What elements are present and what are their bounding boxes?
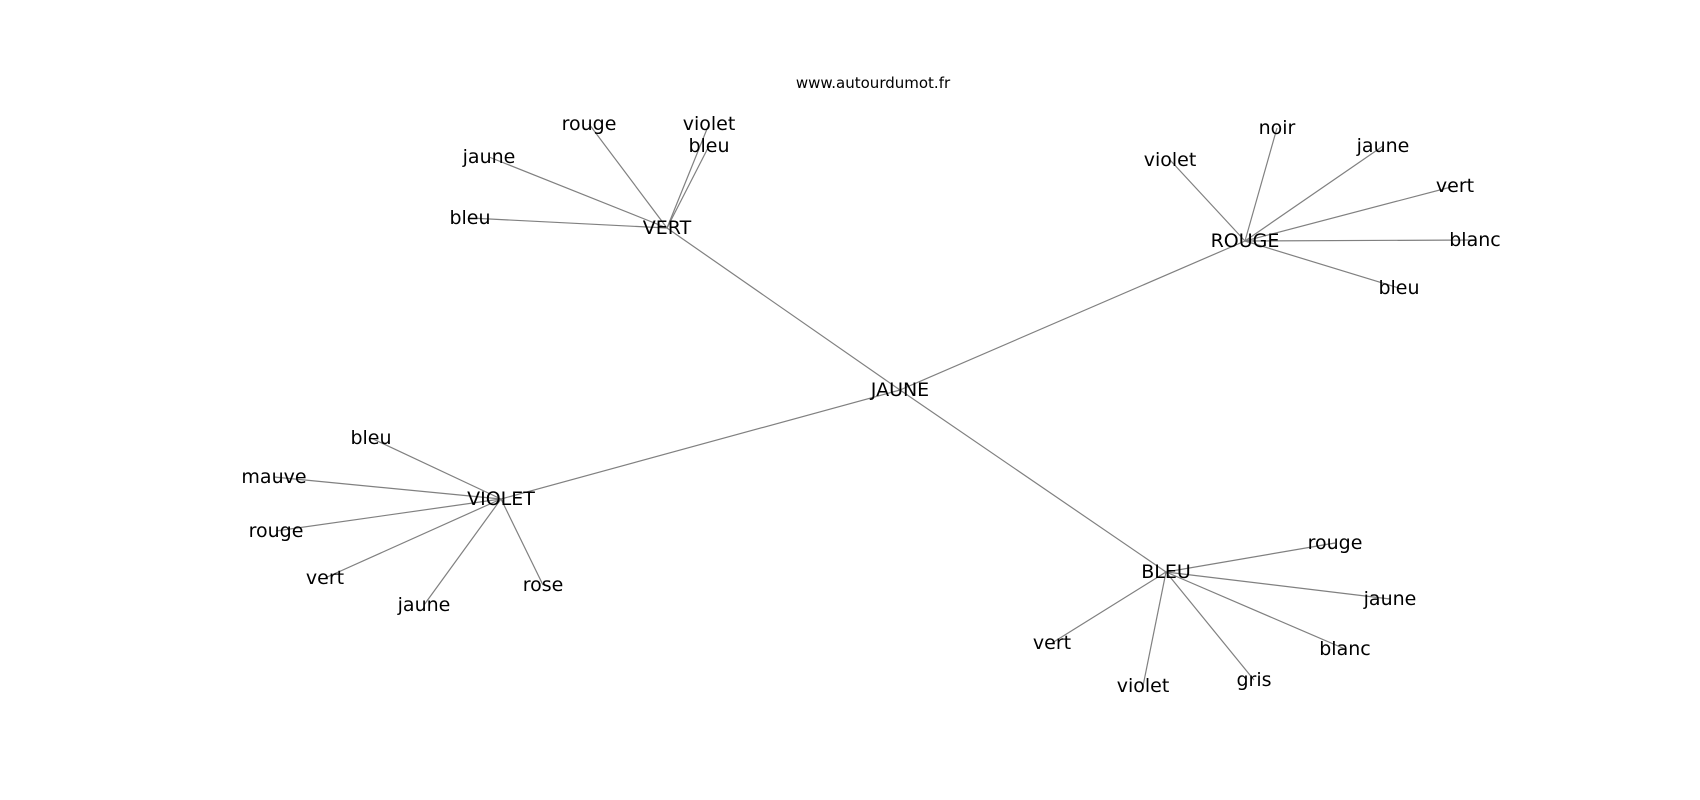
- edge-rouge-bleu: [1244, 240, 1400, 289]
- edge-violet-bleu: [370, 437, 502, 500]
- edge-bleu-jaune: [1165, 571, 1391, 600]
- node-leaf-rouge-vert: vert: [1436, 175, 1474, 197]
- edge-center-violet: [500, 389, 901, 500]
- edge-violet-rose: [500, 498, 544, 586]
- edge-vert-bleu: [666, 145, 710, 229]
- node-leaf-bleu-jaune: jaune: [1363, 588, 1417, 610]
- edge-rouge-blanc: [1244, 239, 1476, 242]
- node-leaf-vert-bleu: bleu: [449, 207, 490, 229]
- node-leaf-rouge-bleu: bleu: [1378, 277, 1419, 299]
- node-leaf-violet-vert: vert: [306, 567, 344, 589]
- edge-center-rouge: [899, 240, 1246, 391]
- edge-violet-mauve: [273, 476, 502, 500]
- node-leaf-violet-rouge: rouge: [249, 520, 304, 542]
- edge-center-bleu: [899, 389, 1167, 573]
- edge-bleu-violet: [1142, 571, 1167, 687]
- node-leaf-violet-jaune: jaune: [397, 594, 451, 616]
- edge-rouge-violet: [1169, 159, 1246, 242]
- edge-vert-violet: [666, 123, 710, 229]
- node-leaf-vert-rouge: rouge: [562, 113, 617, 135]
- edge-rouge-noir: [1244, 127, 1278, 242]
- node-leaf-bleu-rouge: rouge: [1308, 532, 1363, 554]
- edge-bleu-rouge: [1165, 542, 1336, 573]
- edge-bleu-vert: [1051, 571, 1167, 644]
- edge-bleu-gris: [1165, 571, 1255, 681]
- node-leaf-rouge-noir: noir: [1259, 117, 1296, 139]
- edge-rouge-vert: [1244, 185, 1456, 242]
- node-hub-vert: VERT: [643, 217, 692, 239]
- node-leaf-vert-violet: violet: [683, 113, 736, 135]
- node-leaf-vert-bleu: bleu: [688, 135, 729, 157]
- node-hub-bleu: BLEU: [1141, 561, 1191, 583]
- node-leaf-bleu-violet: violet: [1117, 675, 1170, 697]
- edge-vert-rouge: [588, 123, 668, 229]
- source-caption: www.autourdumot.fr: [796, 74, 951, 92]
- edge-violet-jaune: [423, 498, 502, 606]
- node-leaf-bleu-gris: gris: [1236, 669, 1271, 691]
- edge-vert-bleu: [469, 217, 668, 229]
- edge-rouge-jaune: [1244, 145, 1384, 242]
- edge-vert-jaune: [488, 156, 668, 229]
- node-hub-violet: VIOLET: [467, 488, 535, 510]
- node-leaf-rouge-jaune: jaune: [1356, 135, 1410, 157]
- node-leaf-rouge-violet: violet: [1144, 149, 1197, 171]
- node-center-jaune: JAUNE: [870, 379, 929, 401]
- graph-edges: [273, 123, 1476, 687]
- node-leaf-bleu-vert: vert: [1033, 632, 1071, 654]
- edge-violet-rouge: [275, 498, 502, 532]
- edge-center-vert: [666, 227, 901, 391]
- node-leaf-bleu-blanc: blanc: [1319, 638, 1370, 660]
- edge-violet-vert: [324, 498, 502, 579]
- node-leaf-violet-bleu: bleu: [350, 427, 391, 449]
- node-leaf-violet-mauve: mauve: [241, 466, 306, 488]
- node-leaf-rouge-blanc: blanc: [1449, 229, 1500, 251]
- node-hub-rouge: ROUGE: [1211, 230, 1280, 252]
- node-leaf-vert-jaune: jaune: [462, 146, 516, 168]
- edge-bleu-blanc: [1165, 571, 1346, 650]
- node-leaf-violet-rose: rose: [523, 574, 564, 596]
